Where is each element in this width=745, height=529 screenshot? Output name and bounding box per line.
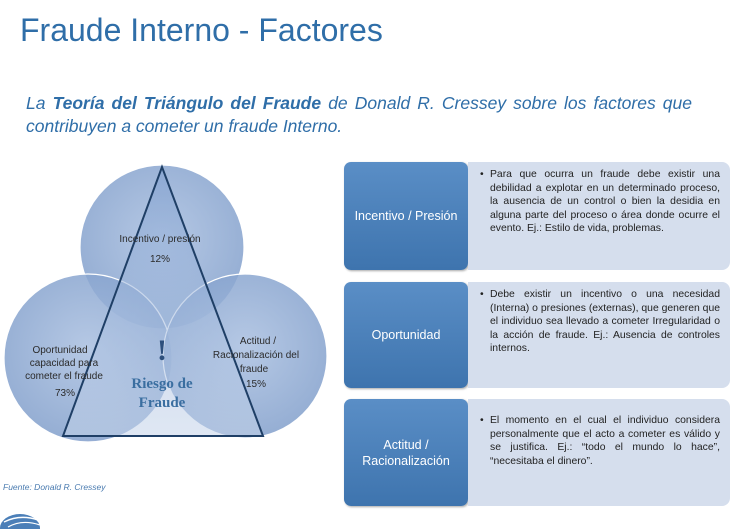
venn-top-value: 12% <box>150 254 170 265</box>
venn-right-label-1: Actitud / <box>240 336 276 347</box>
fraud-triangle-venn-diagram: Incentivo / presión 12% Oportunidad capa… <box>3 164 328 443</box>
bullet-icon: • <box>480 415 484 426</box>
exclamation-mark-icon: ! <box>157 334 167 367</box>
factor-label-incentivo: Incentivo / Presión <box>344 162 468 270</box>
venn-left-value: 73% <box>55 388 75 399</box>
globe-logo-icon <box>0 514 41 529</box>
factor-description-actitud: • El momento en el cual el individuo con… <box>468 399 730 506</box>
factor-description-incentivo: • Para que ocurra un fraude debe existir… <box>468 162 730 270</box>
venn-right-value: 15% <box>246 379 266 390</box>
factor-row-oportunidad: Oportunidad • Debe existir un incentivo … <box>344 282 730 388</box>
factor-label-oportunidad: Oportunidad <box>344 282 468 388</box>
factor-text-oportunidad: Debe existir un incentivo o una necesida… <box>490 289 720 355</box>
factor-row-incentivo: Incentivo / Presión • Para que ocurra un… <box>344 162 730 270</box>
source-note: Fuente: Donald R. Cressey <box>3 482 106 492</box>
page-title: Fraude Interno - Factores <box>20 12 383 48</box>
venn-left-label-3: cometer el fraude <box>25 371 103 382</box>
factor-text-actitud: El momento en el cual el individuo consi… <box>490 415 720 467</box>
center-label-1: Riesgo de <box>131 376 193 392</box>
center-label-2: Fraude <box>139 395 186 411</box>
venn-left-label-2: capacidad para <box>30 358 99 369</box>
venn-right-label-2: Racionalización del <box>213 350 299 361</box>
subtitle-post: de Donald R. Cressey sobre los factores … <box>26 93 693 136</box>
subtitle-pre: La <box>26 93 53 113</box>
factor-text-incentivo: Para que ocurra un fraude debe existir u… <box>490 169 720 235</box>
fraud-triangle <box>61 164 265 437</box>
factor-description-oportunidad: • Debe existir un incentivo o una necesi… <box>468 282 730 388</box>
factor-row-actitud: Actitud / Racionalización • El momento e… <box>344 399 730 506</box>
factor-label-actitud: Actitud / Racionalización <box>344 399 468 506</box>
venn-left-label-1: Oportunidad <box>32 345 87 356</box>
bullet-icon: • <box>480 169 484 180</box>
venn-right-label-3: fraude <box>240 364 269 375</box>
subtitle: La Teoría del Triángulo del Fraude de Do… <box>26 92 692 138</box>
bullet-icon: • <box>480 289 484 300</box>
subtitle-bold: Teoría del Triángulo del Fraude <box>52 93 322 113</box>
venn-top-label: Incentivo / presión <box>119 234 200 245</box>
